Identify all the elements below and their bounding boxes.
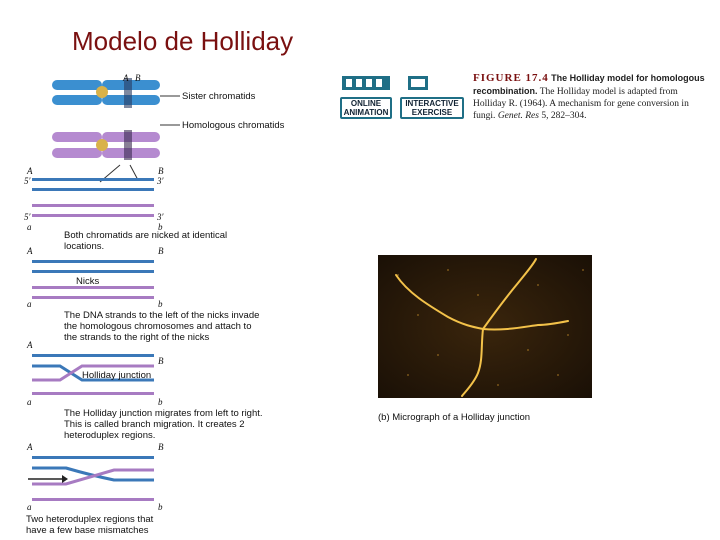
figure-caption: FIGURE 17.4 The Holliday model for homol… (473, 72, 713, 122)
step1-text: Both chromatids are nicked at identical … (64, 230, 228, 252)
dna-panel-4 (28, 456, 154, 501)
micrograph-caption: (b) Micrograph of a Holliday junction (378, 412, 531, 423)
label-a-panel3: a (27, 397, 32, 407)
online-animation-label: ONLINE ANIMATION (340, 97, 392, 119)
label-B-top: B (135, 73, 141, 83)
interactive-exercise-button[interactable]: INTERACTIVE EXERCISE (400, 74, 464, 122)
homologous-chromosomes (52, 130, 160, 160)
label-5prime-2: 5′ (24, 212, 31, 222)
interactive-exercise-label: INTERACTIVE EXERCISE (400, 97, 464, 119)
figure-caption-bold: The Holliday model for homologous recomb… (473, 73, 705, 96)
step4-text: Two heteroduplex regions that have a few… (26, 514, 154, 536)
label-B-panel4: B (158, 442, 164, 452)
page-title: Modelo de Holliday (72, 26, 294, 56)
label-A-panel2: A (27, 246, 33, 256)
figure-number: FIGURE 17.4 (473, 72, 549, 84)
label-A-panel3: A (27, 340, 33, 350)
step3-text: The Holliday junction migrates from left… (64, 408, 263, 441)
label-B-panel3: B (158, 356, 164, 366)
sister-chromosomes (52, 78, 160, 108)
label-b-panel2: b (158, 299, 163, 309)
dna-panel-3 (32, 354, 154, 395)
online-animation-button[interactable]: ONLINE ANIMATION (340, 74, 392, 122)
figure-citation-tail: 5, 282–304. (541, 111, 587, 121)
label-holliday-junction: Holliday junction (82, 370, 152, 381)
label-nicks: Nicks (76, 276, 100, 287)
label-b-panel4: b (158, 502, 163, 512)
figure-caption-rest: The Holliday model is adapted from Holli… (473, 87, 689, 121)
monitor-icon (408, 76, 428, 90)
label-3prime-1: 3′ (157, 176, 164, 186)
step2-text: The DNA strands to the left of the nicks… (64, 310, 260, 343)
label-5prime-1: 5′ (24, 176, 31, 186)
label-B-panel2: B (158, 246, 164, 256)
figure-citation: Genet. Res (497, 111, 539, 121)
label-3prime-2: 3′ (157, 212, 164, 222)
dna-panel-1 (32, 178, 154, 217)
dna-panel-2 (32, 260, 154, 299)
label-homologous-chromatids: Homologous chromatids (182, 120, 285, 131)
label-a-panel1: a (27, 222, 32, 232)
holliday-diagram (28, 78, 180, 501)
label-sister-chromatids: Sister chromatids (182, 91, 256, 102)
label-b-panel3: b (158, 397, 163, 407)
label-B-panel1: B (158, 166, 164, 176)
label-a-panel2: a (27, 299, 32, 309)
label-A-top: A (123, 73, 129, 83)
label-b-panel1: b (158, 222, 163, 232)
label-A-panel4: A (27, 442, 33, 452)
label-A-panel1: A (27, 166, 33, 176)
label-a-panel4: a (27, 502, 32, 512)
film-icon (342, 76, 390, 90)
micrograph-image (378, 255, 592, 398)
